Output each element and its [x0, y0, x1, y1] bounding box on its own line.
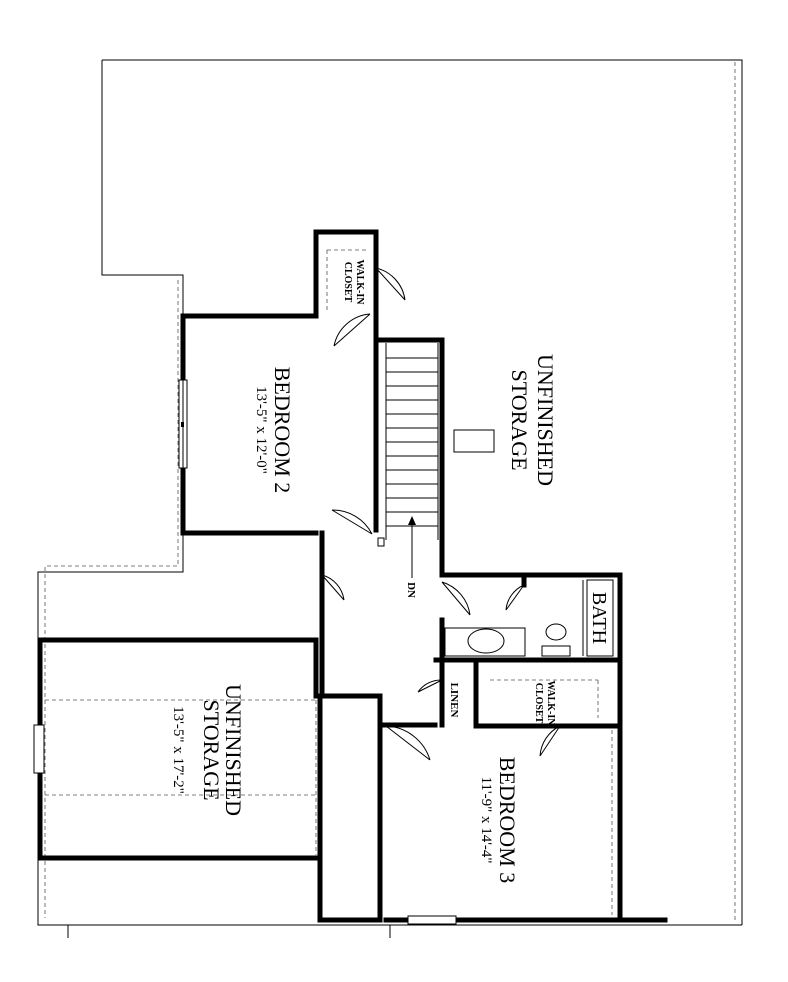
- svg-text:CLOSET: CLOSET: [533, 683, 544, 724]
- svg-text:BEDROOM 3: BEDROOM 3: [495, 757, 520, 884]
- label-stair-dn: DN: [405, 582, 417, 598]
- svg-text:BEDROOM 2: BEDROOM 2: [270, 367, 295, 494]
- svg-text:CLOSET: CLOSET: [342, 262, 353, 303]
- left-storage-walls: [33, 637, 391, 938]
- label-bedroom-2: BEDROOM 2 13'-5" x 12'-0": [253, 367, 295, 494]
- svg-text:BATH: BATH: [588, 592, 610, 644]
- svg-text:13'-5" x 17'-2": 13'-5" x 17'-2": [170, 706, 186, 794]
- svg-text:STORAGE: STORAGE: [507, 369, 532, 470]
- walkin-closet-top-walls: [326, 249, 406, 347]
- bedroom-2-walls: [178, 229, 379, 536]
- label-walkin-closet-top: WALK-IN CLOSET: [342, 259, 365, 305]
- outer-boundary: [37, 59, 743, 926]
- stair-treads: [386, 357, 438, 527]
- label-unfinished-storage-left: UNFINISHED STORAGE 13'-5" x 17'-2": [170, 684, 246, 816]
- svg-text:UNFINISHED: UNFINISHED: [221, 684, 246, 816]
- svg-text:DN: DN: [405, 582, 417, 598]
- label-bedroom-3: BEDROOM 3 11'-9" x 14'-4": [478, 757, 520, 884]
- label-bath: BATH: [588, 592, 610, 644]
- label-walkin-closet-bottom: WALK-IN CLOSET: [533, 680, 556, 726]
- bedroom-3-walls: [377, 572, 668, 925]
- svg-text:WALK-IN: WALK-IN: [354, 259, 365, 305]
- svg-text:11'-9" x 14'-4": 11'-9" x 14'-4": [478, 776, 494, 863]
- label-linen: LINEN: [448, 683, 460, 718]
- label-unfinished-storage-top: UNFINISHED STORAGE: [507, 354, 558, 486]
- svg-text:WALK-IN: WALK-IN: [545, 680, 556, 726]
- stairs: [373, 337, 445, 578]
- svg-text:UNFINISHED: UNFINISHED: [533, 354, 558, 486]
- hallway: [319, 509, 383, 699]
- svg-text:13'-5" x 12'-0": 13'-5" x 12'-0": [253, 386, 269, 474]
- svg-text:STORAGE: STORAGE: [199, 699, 224, 800]
- svg-text:LINEN: LINEN: [448, 683, 460, 718]
- linen-closet-walls: [417, 657, 623, 757]
- attic-hatch: [453, 429, 495, 453]
